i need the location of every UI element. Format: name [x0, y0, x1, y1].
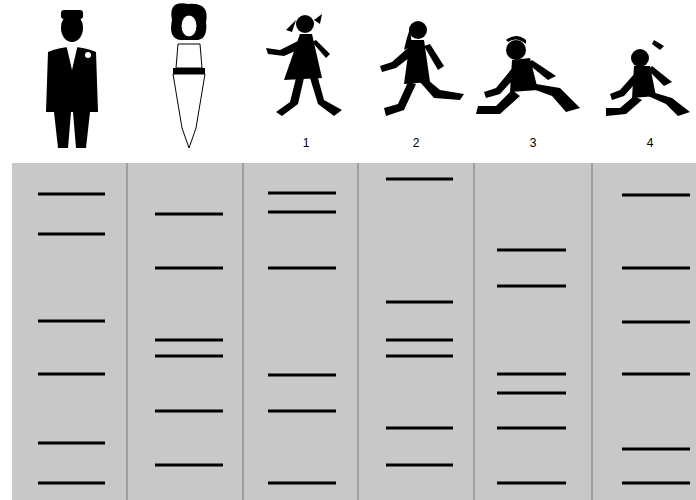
dna-band: [155, 339, 223, 342]
dna-band: [622, 194, 690, 197]
dna-band: [38, 193, 105, 196]
dna-band: [386, 339, 453, 342]
dna-band: [38, 320, 105, 323]
gel: [12, 163, 696, 500]
dna-band: [155, 267, 223, 270]
dna-band: [622, 321, 690, 324]
dna-band: [386, 427, 453, 430]
child-figure: [266, 14, 342, 116]
dna-band: [38, 442, 105, 445]
dna-band: [497, 249, 566, 252]
child-figure: [380, 21, 464, 116]
callout-number: 1: [303, 137, 310, 149]
dna-band: [386, 355, 453, 358]
dna-band: [497, 285, 566, 288]
callout-number: 4: [647, 137, 654, 149]
dna-band: [268, 192, 336, 195]
callout-number: 2: [413, 137, 420, 149]
dna-band: [38, 373, 105, 376]
dna-band: [622, 373, 690, 376]
dna-bands: [38, 179, 690, 483]
dna-band: [155, 355, 223, 358]
dna-band: [622, 267, 690, 270]
dna-band: [38, 233, 105, 236]
dna-band: [622, 482, 690, 485]
dna-band: [386, 178, 453, 181]
child-figure: [606, 40, 690, 116]
dna-band: [268, 267, 336, 270]
dna-band: [38, 482, 105, 485]
dna-band: [268, 211, 336, 214]
lane-dividers: [127, 163, 592, 500]
dna-band: [386, 301, 453, 304]
dna-band: [155, 410, 223, 413]
dna-band: [155, 213, 223, 216]
dna-band: [497, 482, 566, 485]
dna-band: [497, 427, 566, 430]
dna-band: [268, 482, 336, 485]
mother-figure: [171, 3, 207, 148]
father-figure: [46, 10, 98, 148]
dna-band: [155, 464, 223, 467]
dna-band: [497, 392, 566, 395]
callout-number: 3: [530, 137, 537, 149]
child-figure: [476, 36, 580, 114]
dna-band: [268, 374, 336, 377]
dna-band: [386, 464, 453, 467]
dna-band: [497, 373, 566, 376]
dna-band: [622, 448, 690, 451]
dna-band: [268, 410, 336, 413]
